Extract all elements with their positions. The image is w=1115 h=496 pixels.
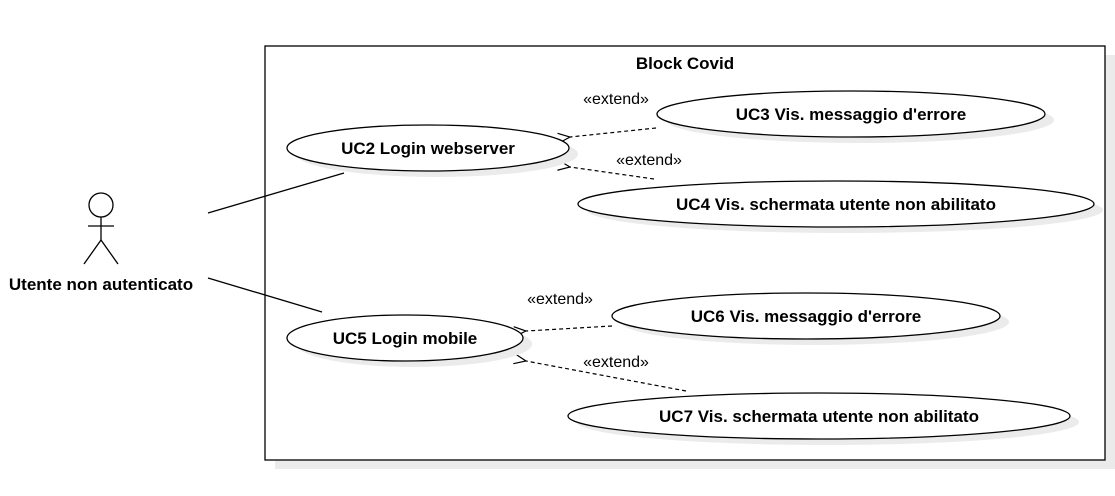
stick-figure-icon — [83, 192, 119, 265]
use-case-uc7-label: UC7 Vis. schermata utente non abilitato — [659, 407, 979, 426]
use-case-uc2-label: UC2 Login webserver — [341, 139, 515, 158]
extend-arrow-uc3 — [570, 127, 657, 137]
use-case-uc6-label: UC6 Vis. messaggio d'errore — [691, 307, 922, 326]
use-case-uc2[interactable]: UC2 Login webserver — [286, 124, 578, 177]
use-case-uc5-label: UC5 Login mobile — [333, 329, 478, 348]
extend-arrow-uc4 — [570, 167, 655, 180]
extend-label-uc7: «extend» — [583, 354, 649, 371]
association-actor-uc5 — [207, 277, 323, 313]
extend-label-uc4: «extend» — [616, 152, 682, 169]
use-case-uc5[interactable]: UC5 Login mobile — [286, 314, 532, 367]
use-case-uc3[interactable]: UC3 Vis. messaggio d'errore — [656, 90, 1054, 143]
extend-arrow-uc7 — [526, 361, 687, 392]
extend-label-uc6: «extend» — [527, 291, 593, 308]
use-case-uc7[interactable]: UC7 Vis. schermata utente non abilitato — [567, 392, 1079, 445]
use-case-uc4[interactable]: UC4 Vis. schermata utente non abilitato — [577, 180, 1103, 233]
use-case-uc4-label: UC4 Vis. schermata utente non abilitato — [676, 195, 996, 214]
actor-label: Utente non autenticato — [9, 275, 193, 294]
extend-label-uc3: «extend» — [583, 91, 649, 108]
association-actor-uc2 — [207, 172, 345, 214]
use-case-uc3-label: UC3 Vis. messaggio d'errore — [736, 105, 967, 124]
use-case-uc6[interactable]: UC6 Vis. messaggio d'errore — [611, 292, 1009, 345]
system-title: Block Covid — [636, 54, 734, 73]
extend-arrow-uc6 — [526, 325, 613, 331]
actor[interactable]: Utente non autenticato — [9, 192, 193, 294]
